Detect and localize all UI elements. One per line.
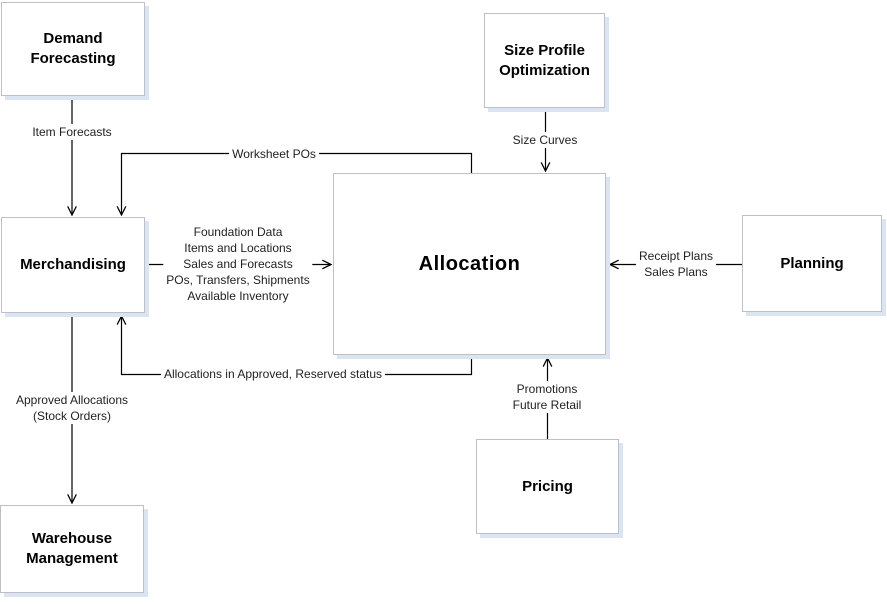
demand-forecasting-box: Demand Forecasting xyxy=(1,2,145,96)
planning-label: Planning xyxy=(780,254,844,272)
pricing-to-allocation-edge-label: Promotions Future Retail xyxy=(509,381,585,413)
merchandising-label: Merchandising xyxy=(20,256,126,273)
size-profile-optimization-box: Size Profile Optimization xyxy=(484,13,605,108)
size-curves-edge-label: Size Curves xyxy=(509,132,581,148)
pricing-label: Pricing xyxy=(522,477,573,495)
merchandising-box: Merchandising xyxy=(1,217,145,313)
planning-to-allocation-edge-label: Receipt Plans Sales Plans xyxy=(635,248,717,280)
worksheet-pos-edge-label: Worksheet POs xyxy=(229,146,319,162)
size-profile-optimization-label: Size Profile Optimization xyxy=(499,41,590,79)
item-forecasts-edge-label: Item Forecasts xyxy=(29,124,115,140)
pricing-box: Pricing xyxy=(476,439,619,534)
demand-forecasting-label: Demand Forecasting xyxy=(30,30,116,67)
merchandising-to-allocation-edge-label: Foundation Data Items and Locations Sale… xyxy=(163,224,313,304)
allocation-to-merchandising-edge-label: Allocations in Approved, Reserved status xyxy=(160,366,386,382)
merchandising-to-warehouse-edge-label: Approved Allocations (Stock Orders) xyxy=(12,392,132,424)
allocation-box: Allocation xyxy=(333,173,606,355)
allocation-label: Allocation xyxy=(418,253,521,275)
warehouse-management-box: Warehouse Management xyxy=(0,505,144,593)
planning-box: Planning xyxy=(742,215,882,312)
warehouse-management-label: Warehouse Management xyxy=(26,530,118,567)
